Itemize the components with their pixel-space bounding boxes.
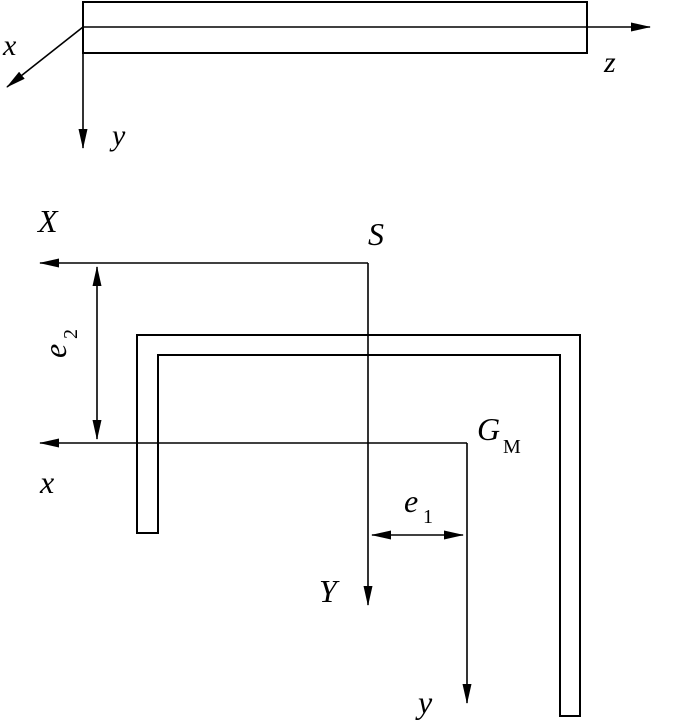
dimension-e1-label: e <box>404 483 418 519</box>
beam-z-label: z <box>603 46 616 79</box>
section-X-label: X <box>36 203 59 239</box>
beam-x-label: x <box>2 29 17 62</box>
dimension-e1-subscript: 1 <box>423 506 433 528</box>
centroid-G-subscript: M <box>503 436 521 458</box>
centroid-G-label: G <box>477 411 500 447</box>
angle-section-outline <box>136 334 581 717</box>
dimension-e2-subscript: 2 <box>60 329 82 339</box>
section-y-label: y <box>415 684 433 720</box>
shear-center-S-label: S <box>368 216 384 252</box>
beam-y-label: y <box>109 119 126 152</box>
section-x-label: x <box>39 464 54 500</box>
beam-view: x y z <box>2 1 651 152</box>
section-Y-label: Y <box>319 573 340 609</box>
dimension-e2-label: e <box>37 344 73 358</box>
section-view: X S x Y y G M e 1 e 2 <box>36 203 581 720</box>
beam-x-axis <box>6 26 84 88</box>
